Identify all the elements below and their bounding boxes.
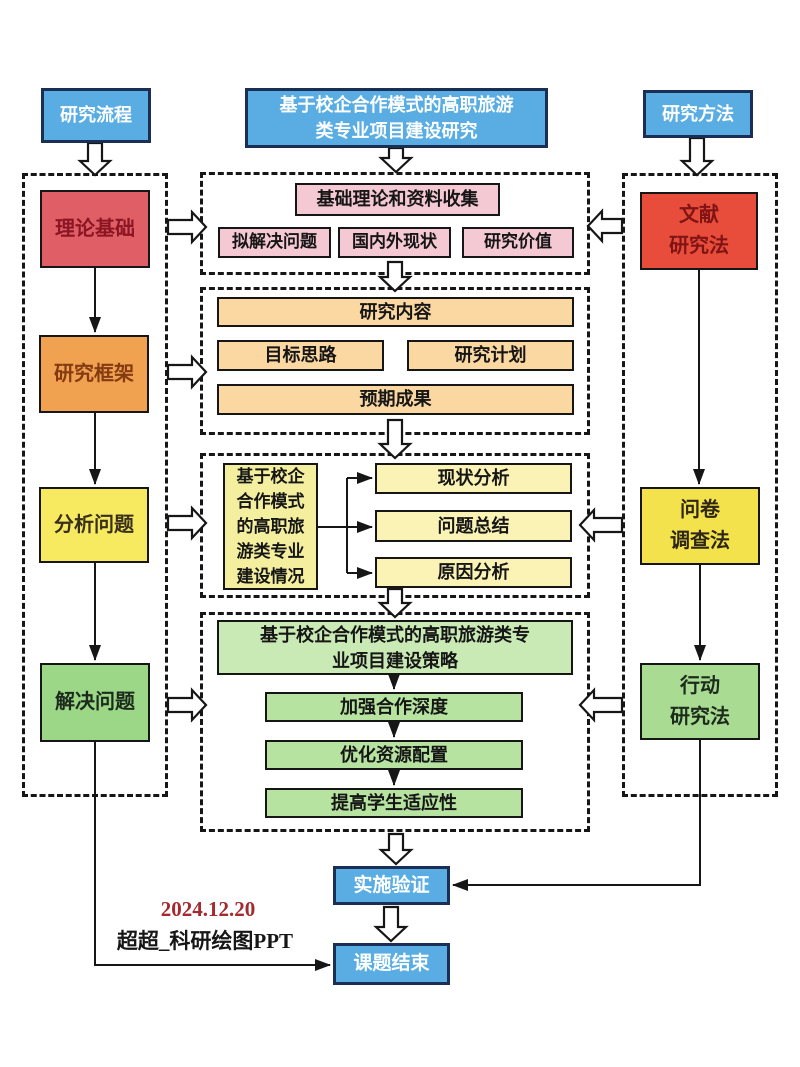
footer-credit: 超超_科研绘图PPT	[116, 929, 294, 953]
stage4-main-box: 基于校企合作模式的高职旅游类专 业项目建设策略	[217, 620, 573, 675]
stage2-footer-box: 预期成果	[217, 384, 574, 415]
process-step-framework: 研究框架	[39, 335, 149, 413]
method-questionnaire-box: 问卷 调查法	[640, 487, 760, 565]
stage4-item-resources: 优化资源配置	[265, 740, 523, 770]
stage4-item-cooperation: 加强合作深度	[265, 692, 523, 722]
footer-date: 2024.12.20	[160, 897, 256, 921]
stage1-item-problems: 拟解决问题	[218, 227, 331, 258]
stage1-item-status: 国内外现状	[338, 227, 451, 258]
stage4-item-adaptability: 提高学生适应性	[265, 788, 523, 818]
stage2-item-goals: 目标思路	[217, 340, 384, 371]
stage1-item-value: 研究价值	[462, 227, 574, 258]
process-step-analyze: 分析问题	[39, 487, 149, 563]
methods-header-box: 研究方法	[643, 90, 753, 138]
stage2-item-plan: 研究计划	[407, 340, 574, 371]
stage3-item-status-analysis: 现状分析	[375, 463, 572, 494]
process-step-solve: 解决问题	[40, 663, 150, 742]
stage3-item-cause-analysis: 原因分析	[375, 557, 572, 588]
stage3-item-problem-summary: 问题总结	[375, 510, 572, 542]
stage1-main-box: 基础理论和资料收集	[295, 183, 500, 216]
method-action-box: 行动 研究法	[640, 663, 760, 740]
end-box: 课题结束	[333, 943, 450, 985]
stage3-source-box: 基于校企 合作模式 的高职旅 游类专业 建设情况	[223, 463, 318, 590]
verify-box: 实施验证	[333, 866, 450, 905]
stage2-main-box: 研究内容	[217, 297, 574, 327]
method-literature-box: 文献 研究法	[640, 192, 758, 270]
process-step-theory: 理论基础	[40, 190, 150, 268]
title-box: 基于校企合作模式的高职旅游 类专业项目建设研究	[245, 88, 548, 148]
process-header-box: 研究流程	[41, 88, 151, 143]
